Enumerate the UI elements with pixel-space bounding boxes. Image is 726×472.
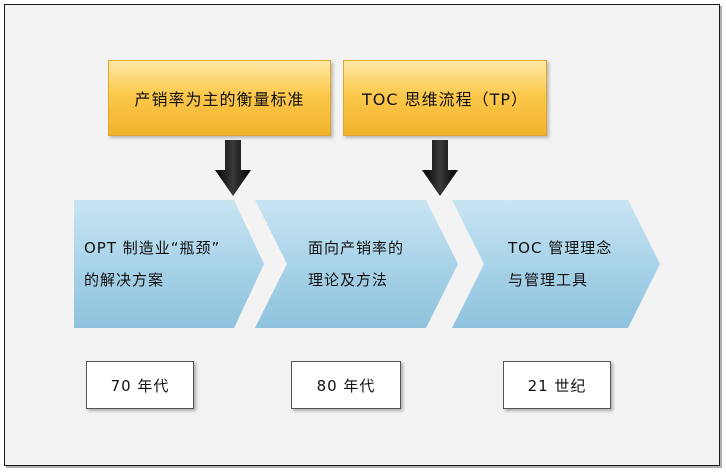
top-box-label: 产销率为主的衡量标准 [134,90,305,109]
era-box-21st-century: 21 世纪 [503,361,611,409]
down-arrow-icon [422,140,458,196]
stage-text-toc: TOC 管理理念 与管理工具 [508,200,648,328]
stage-line-2: 与管理工具 [508,271,589,289]
stage-line-1: TOC 管理理念 [508,239,613,257]
stage-chevron-opt [74,200,264,328]
top-box-toc-thinking-process: TOC 思维流程（TP） [343,60,547,136]
era-label: 21 世纪 [527,376,587,395]
stage-text-opt: OPT 制造业“瓶颈” 的解决方案 [84,200,254,328]
era-label: 80 年代 [316,376,376,395]
stage-line-1: OPT 制造业“瓶颈” [84,239,221,257]
era-box-80s: 80 年代 [291,361,401,409]
stage-line-2: 理论及方法 [308,271,389,289]
down-arrow-icon [215,140,251,196]
stage-text-throughput: 面向产销率的 理论及方法 [308,200,448,328]
stage-chevron-throughput [255,200,458,328]
era-label: 70 年代 [110,376,170,395]
top-box-label: TOC 思维流程（TP） [361,90,529,109]
era-box-70s: 70 年代 [86,361,194,409]
stage-chevron-toc [452,200,660,328]
top-box-throughput-measure: 产销率为主的衡量标准 [108,60,331,136]
stage-line-1: 面向产销率的 [308,239,405,257]
stage-line-2: 的解决方案 [84,271,165,289]
